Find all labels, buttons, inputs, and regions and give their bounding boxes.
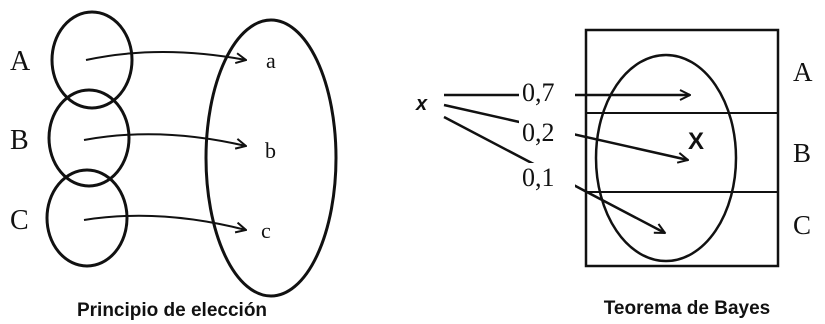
set-circle-b [47,88,131,188]
event-label-x: X [688,128,704,155]
probability-label-a: 0,7 [522,78,555,107]
variable-x-label: x [415,93,428,115]
probability-label-c: 0,1 [522,163,555,192]
domain-label-b: B [10,125,29,156]
domain-label-a: A [10,46,31,77]
partition-label-b: B [793,138,811,168]
sample-space-box [584,28,780,268]
mapping-arrow-b [83,133,246,146]
probability-label-bg-b [519,118,575,144]
probability-label-bg-a [519,78,575,104]
bayes-theorem-diagram: x 0,7 0,2 0,1 X A B C Teorema de Bayes [415,28,813,319]
set-circle-c [45,168,129,268]
mapping-arrow-a [85,51,246,60]
probability-label-b: 0,2 [522,118,555,147]
choice-principle-caption: Principio de elección [77,300,267,321]
mapping-arrow-c [83,214,246,230]
probability-label-bg-c [519,163,575,189]
codomain-label-b: b [265,138,276,163]
codomain-label-c: c [261,218,271,243]
partition-label-a: A [793,57,813,87]
choice-principle-diagram: A B C a b c Principio de elección [10,10,338,321]
bayes-theorem-caption: Teorema de Bayes [604,298,771,319]
codomain-label-a: a [266,48,276,73]
domain-label-c: C [10,205,29,236]
event-ellipse [594,53,738,263]
set-circle-a [50,10,134,110]
codomain-ellipse [204,18,338,298]
partition-label-c: C [793,210,811,240]
